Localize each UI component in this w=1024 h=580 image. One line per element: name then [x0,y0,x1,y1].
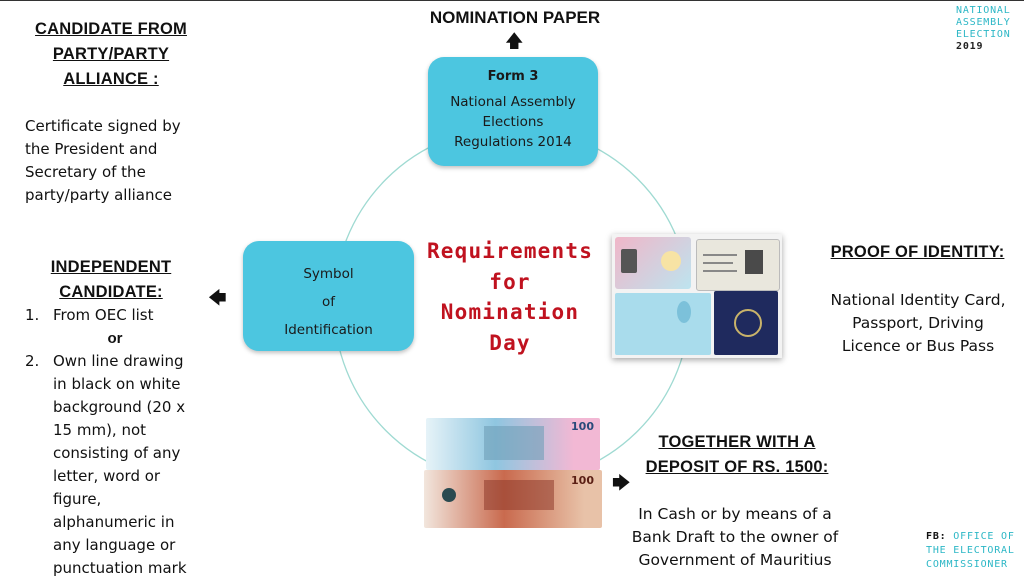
item2-line: in black on white [53,375,181,393]
party-body-line-1: Certificate signed by [25,117,181,135]
symbol-line-1: Symbol [303,266,354,282]
fb-line-1: OFFICE OF [953,531,1015,542]
party-candidate-heading: CANDIDATE FROM PARTY/PARTY ALLIANCE : [20,17,202,92]
banknote-red: 100 [424,470,602,528]
banknote-red-value: 100 [571,474,594,487]
corner-year: 2019 [956,41,984,52]
deposit-heading-line-2: DEPOSIT OF RS. 1500: [645,458,829,476]
proof-identity-heading: PROOF OF IDENTITY: [830,243,1005,261]
deposit-line-3: Government of Mauritius [638,551,832,569]
party-candidate-body: Certificate signed by the President and … [25,115,210,207]
independent-heading-line-2: CANDIDATE: [59,283,163,301]
deposit-line-2: Bank Draft to the owner of [631,528,839,546]
passport-image [714,291,778,355]
corner-election-label: NATIONAL ASSEMBLY ELECTION 2019 [956,5,1011,53]
item2-line: alphanumeric in [53,513,175,531]
party-heading-line-2: PARTY/PARTY [52,45,170,63]
independent-heading-line-1: INDEPENDENT [50,258,172,276]
symbol-box: Symbol of Identification [243,241,414,351]
proof-line-3: Licence or Bus Pass [841,337,995,355]
fb-line-2: THE ELECTORAL [926,545,1015,556]
list-item-number: 2. [25,352,40,370]
form-line-1: National Assembly [450,94,576,110]
independent-candidate-list: 1. From OEC list or 2. Own line drawing … [25,304,205,580]
party-body-line-2: the President and [25,140,158,158]
bus-pass-image [615,293,711,355]
arrow-right-icon: 🡆 [612,473,631,494]
symbol-line-2: of [321,294,335,310]
item2-line: figure, [53,490,102,508]
item2-line: punctuation mark [53,559,187,577]
fb-line-3: COMMISSIONER [926,559,1008,570]
top-border [0,0,1024,1]
party-body-line-4: party/party alliance [25,186,172,204]
banknote-blue-value: 100 [571,420,594,433]
independent-candidate-heading: INDEPENDENT CANDIDATE: [25,255,197,305]
form-title: Form 3 [487,69,539,84]
form-line-2: Elections [482,114,544,130]
party-heading-line-3: ALLIANCE : [63,70,159,88]
arrow-up-icon: 🡅 [505,31,524,52]
item2-line: background (20 x [53,398,186,416]
item2-line: consisting of any [53,444,181,462]
nomination-paper-title: NOMINATION PAPER [429,8,601,27]
corner-line-2: ASSEMBLY [956,17,1011,28]
center-line-2: for [489,269,531,294]
arrow-left-icon: 🡄 [208,288,227,309]
list-item-text: From OEC list [53,306,154,324]
form-3-box: Form 3 National Assembly Elections Regul… [428,57,598,166]
party-heading-line-1: CANDIDATE FROM [35,20,187,38]
symbol-line-3: Identification [284,322,373,338]
item2-line: any language or [53,536,176,554]
banknotes-image: 100 100 [424,418,602,530]
list-or: or [25,327,205,350]
list-item: 2. Own line drawing in black on white ba… [25,350,205,580]
center-line-1: Requirements [426,239,594,263]
deposit-body: In Cash or by means of a Bank Draft to t… [620,503,850,572]
item2-line: 15 mm), not [53,421,147,439]
center-line-3: Nomination [440,300,580,324]
or-label: or [107,330,123,347]
list-item: 1. From OEC list [25,304,205,327]
proof-identity-body: National Identity Card, Passport, Drivin… [818,289,1018,358]
corner-line-3: ELECTION [956,29,1011,40]
banknote-blue: 100 [426,418,600,470]
footer-credit: FB: OFFICE OF THE ELECTORAL COMMISSIONER [926,530,1015,572]
proof-line-1: National Identity Card, [830,291,1006,309]
identity-documents-image [612,234,782,358]
center-line-4: Day [489,330,531,355]
item2-line: letter, word or [53,467,161,485]
center-title: Requirements for Nomination Day [418,236,602,358]
deposit-heading-line-1: TOGETHER WITH A [658,433,816,451]
party-body-line-3: Secretary of the [25,163,146,181]
deposit-heading: TOGETHER WITH A DEPOSIT OF RS. 1500: [640,430,834,480]
item2-line: Own line drawing [53,352,184,370]
corner-line-1: NATIONAL [956,5,1011,16]
list-item-number: 1. [25,306,40,324]
deposit-line-1: In Cash or by means of a [638,505,832,523]
driving-licence-image [696,239,780,291]
form-line-3: Regulations 2014 [454,134,572,150]
proof-line-2: Passport, Driving [852,314,984,332]
fb-label: FB: [926,531,947,542]
id-card-image [615,237,691,289]
